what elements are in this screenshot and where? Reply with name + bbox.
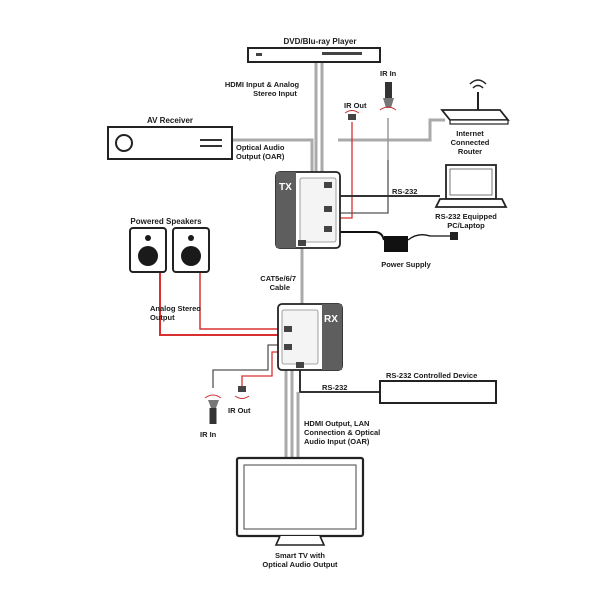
ir-emitter-bottom-icon [234, 386, 250, 399]
rs232-top-label: RS-232 [392, 187, 417, 196]
laptop-label-line1: RS-232 Equipped [435, 212, 497, 221]
ir-in-top-label: IR In [380, 69, 397, 78]
av-receiver [107, 126, 233, 160]
router-label-line3: Router [458, 147, 482, 156]
optical-out-label-line1: Optical Audio [236, 143, 285, 152]
hdmi-output-label-line2: Connection & Optical [304, 428, 380, 437]
tx-extender [275, 171, 341, 249]
hdmi-output-label-line3: Audio Input (OAR) [304, 437, 370, 446]
analog-out-label-line2: Output [150, 313, 175, 322]
router [440, 92, 510, 125]
dvd-player [247, 47, 381, 63]
smart-tv [235, 456, 365, 546]
ir-out-bottom-label: IR Out [228, 406, 251, 415]
hdmi-output-label-line1: HDMI Output, LAN [304, 419, 369, 428]
cable-label-line2: Cable [270, 283, 290, 292]
laptop-label-line2: PC/Laptop [447, 221, 485, 230]
cables [159, 62, 452, 458]
laptop [434, 164, 508, 208]
router-label-line1: Internet [456, 129, 484, 138]
speaker-left-icon [129, 227, 167, 273]
ir-receiver-bottom-icon [204, 394, 222, 424]
av-receiver-label: AV Receiver [147, 116, 193, 125]
router-label-line2: Connected [451, 138, 490, 147]
tx-label: TX [279, 182, 292, 193]
tv-label-line1: Smart TV with [275, 551, 325, 560]
analog-out-label-line1: Analog Stereo [150, 304, 201, 313]
ir-in-bottom-label: IR In [200, 430, 217, 439]
hdmi-input-label-line1: HDMI Input & Analog [225, 80, 300, 89]
ir-receiver-top-icon [379, 82, 397, 111]
wifi-icon [469, 79, 487, 89]
hdmi-input-label-line2: Stereo Input [253, 89, 297, 98]
optical-out-label-line2: Output (OAR) [236, 152, 285, 161]
rs232-device [379, 380, 497, 404]
rx-extender [277, 303, 343, 371]
rs232-bottom-label: RS-232 [322, 383, 347, 392]
cable-label-line1: CAT5e/6/7 [260, 274, 296, 283]
dvd-player-label: DVD/Blu-ray Player [284, 37, 357, 46]
ir-emitter-top-icon [344, 110, 360, 120]
power-supply-label: Power Supply [381, 260, 431, 269]
rx-label: RX [324, 314, 338, 325]
speakers-label: Powered Speakers [130, 217, 202, 226]
ir-out-top-label: IR Out [344, 101, 367, 110]
power-supply [384, 232, 458, 252]
rs232-device-label: RS-232 Controlled Device [386, 371, 477, 380]
speaker-right-icon [172, 227, 210, 273]
tv-label-line2: Optical Audio Output [262, 560, 338, 569]
